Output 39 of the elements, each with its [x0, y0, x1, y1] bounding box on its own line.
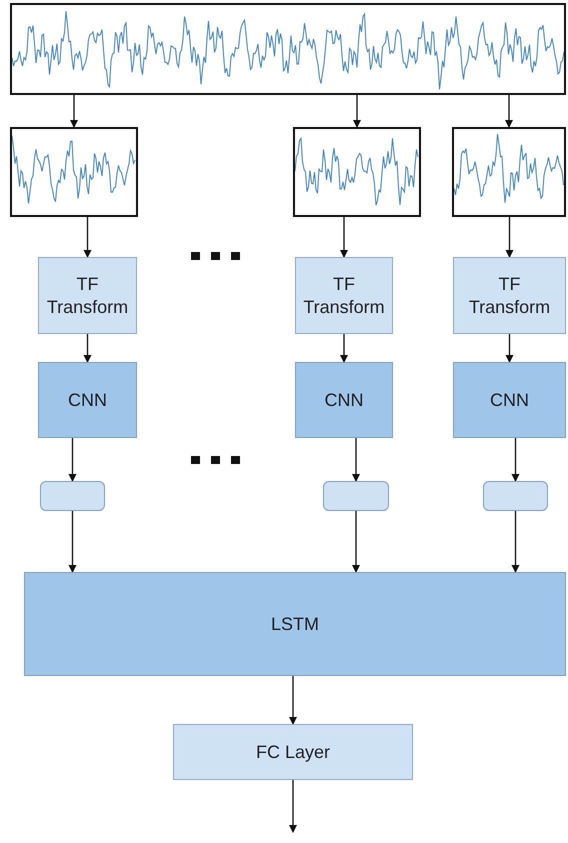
arrow — [340, 334, 348, 363]
arrow — [352, 438, 360, 482]
arrow — [512, 511, 520, 573]
arrow — [505, 95, 513, 128]
signal-plot — [10, 127, 138, 217]
arrow — [353, 95, 361, 128]
layer-box — [295, 362, 393, 438]
process-box — [173, 724, 413, 780]
process-label: TF Transform — [302, 273, 386, 318]
output-box — [40, 481, 105, 511]
arrow — [84, 334, 92, 363]
layer-box — [24, 572, 566, 676]
process-box — [295, 257, 393, 334]
output-box — [483, 481, 548, 511]
layer-label: CNN — [324, 388, 364, 412]
arrow — [289, 676, 297, 725]
arrow — [70, 95, 78, 128]
layer-label: CNN — [68, 388, 107, 412]
process-box — [453, 257, 566, 334]
arrow — [506, 334, 514, 363]
signal-plot — [452, 127, 566, 217]
layer-box — [38, 362, 137, 438]
arrow — [512, 438, 520, 482]
arrow — [352, 511, 360, 573]
arrow — [68, 438, 76, 482]
signal-plot — [293, 127, 421, 217]
layer-label: LSTM — [270, 612, 319, 636]
process-label: TF Transform — [46, 273, 130, 318]
process-label: FC Layer — [256, 740, 330, 764]
arrow — [84, 217, 92, 258]
process-box — [38, 257, 137, 334]
process-label: TF Transform — [468, 273, 552, 318]
output-box — [323, 481, 389, 511]
arrow — [68, 511, 76, 573]
layer-box — [453, 362, 566, 438]
arrow — [506, 217, 514, 258]
arrow — [289, 780, 297, 833]
layer-label: CNN — [490, 388, 529, 412]
arrow — [340, 217, 348, 258]
